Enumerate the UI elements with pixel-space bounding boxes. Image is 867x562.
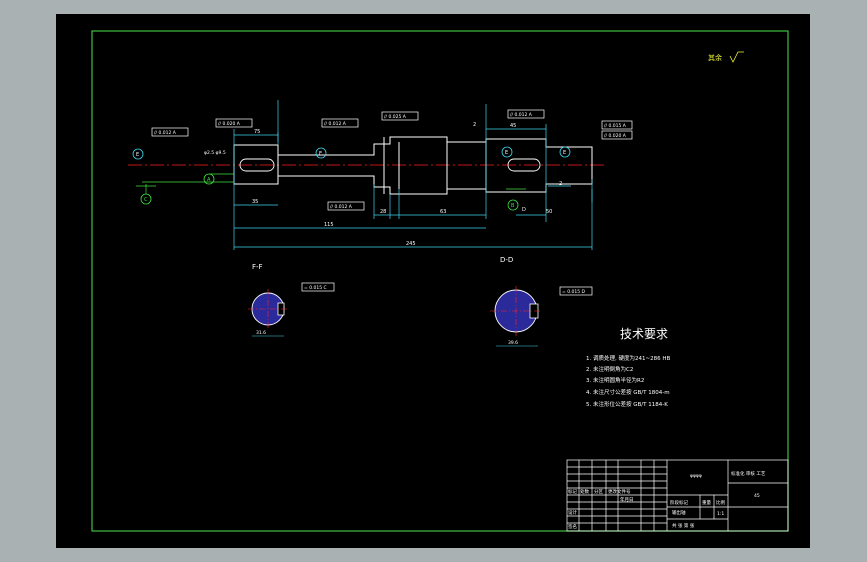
tb-cell: 标记 — [568, 488, 577, 495]
dimension-labels: 75 115 35 28 63 45 50 245 2 2 — [252, 122, 562, 247]
tolerance-frame: // 0.012 A — [507, 109, 545, 119]
datum-label: E — [563, 150, 566, 156]
tolerance-text: // 0.012 A — [154, 130, 177, 136]
sheet-label: 共 张 第 张 — [672, 522, 695, 529]
tech-req-item: 2. 未注明倒角为C2 — [586, 365, 633, 373]
tech-req-item: 1. 调质处理, 硬度为241~286 HB — [586, 354, 670, 362]
datum-label: A — [207, 177, 211, 183]
tech-req-list: 1. 调质处理, 硬度为241~286 HB 2. 未注明倒角为C2 3. 未注… — [586, 354, 670, 408]
tolerance-frame: // 0.012 A — [327, 201, 365, 211]
tb-cell: 重量 — [702, 499, 711, 506]
datum-label: C — [144, 197, 148, 203]
tolerance-text: // 0.020 A — [604, 133, 627, 139]
material-cell: 45 — [754, 493, 760, 499]
section-ff: 31.6 — [248, 289, 288, 337]
tb-cell: 更改文件号 — [608, 488, 631, 495]
dim-label: 75 — [254, 129, 260, 135]
tech-req-title: 技术要求 — [620, 327, 668, 341]
tolerance-frame: // 0.020 A — [601, 130, 633, 140]
tb-cell: 签名 — [568, 523, 577, 530]
section-dim: 39.6 — [508, 340, 518, 346]
datum-label: E — [136, 152, 139, 158]
dim-label: 63 — [440, 209, 446, 215]
keyway-left — [239, 158, 275, 172]
tolerance-frames: // 0.012 A // 0.020 A // 0.012 A // 0.02… — [151, 109, 633, 296]
section-ff-label: F-F — [252, 263, 263, 271]
roughness-note: 其余 — [708, 53, 722, 62]
title-header: 标准化 审核 工艺 — [731, 470, 766, 477]
shaft-outline — [233, 136, 593, 195]
tolerance-text: = 0.015 D — [562, 289, 586, 295]
part-name: 输出轴 — [672, 509, 686, 516]
section-dd: 39.6 — [490, 286, 542, 347]
title-block-text: φφφφ 标准化 审核 工艺 45 1:1 输出轴 共 张 第 张 设计 标记 … — [568, 470, 766, 530]
roughness-symbol-icon — [729, 51, 744, 63]
scale-value: 1:1 — [717, 511, 724, 517]
tolerance-frame: // 0.015 A — [601, 120, 633, 130]
keyway-right — [507, 158, 541, 172]
engineering-drawing: 其余 75 11 — [91, 30, 789, 532]
dim-label: 2 — [473, 122, 476, 128]
section-dim: 31.6 — [256, 330, 266, 336]
dimension-lines — [233, 100, 593, 250]
dim-label: 50 — [546, 209, 552, 215]
tech-req-item: 3. 未注明圆角半径为R2 — [586, 376, 644, 384]
tolerance-frame: // 0.012 A — [321, 118, 359, 128]
drawing-frame — [91, 30, 789, 532]
tolerance-text: // 0.025 A — [384, 114, 407, 120]
section-dd-label: D-D — [500, 256, 513, 264]
dim-label: 245 — [406, 241, 416, 247]
tolerance-text: // 0.012 A — [510, 112, 533, 118]
title-block — [566, 459, 789, 532]
tolerance-frame: // 0.012 A — [151, 127, 189, 137]
dim-label: 35 — [252, 199, 258, 205]
datum-label: E — [319, 151, 322, 157]
tb-cell: 处数 — [580, 488, 589, 495]
tolerance-frame: // 0.020 A — [215, 118, 253, 128]
tolerance-text: = 0.015 C — [304, 285, 327, 291]
cad-viewport[interactable]: 其余 75 11 — [56, 14, 810, 548]
tolerance-frame: = 0.015 D — [559, 286, 593, 296]
datum-markers: E E E E C A B D — [132, 146, 571, 213]
dim-label: 28 — [380, 209, 386, 215]
leader-lines — [136, 173, 526, 194]
tb-cell: 年月日 — [620, 496, 634, 503]
dim-label: 115 — [324, 222, 334, 228]
dim-label: 2 — [559, 181, 562, 187]
datum-label: B — [511, 203, 515, 209]
tb-cell: 设计 — [568, 509, 577, 516]
tolerance-text: // 0.012 A — [324, 121, 347, 127]
tolerance-text: // 0.012 A — [330, 204, 353, 210]
thread-note: φ2.5 φ9.5 — [204, 150, 226, 156]
tb-cell: 分区 — [594, 488, 603, 495]
datum-label: E — [505, 150, 508, 156]
tolerance-text: // 0.015 A — [604, 123, 627, 129]
drawing-no: φφφφ — [690, 474, 702, 479]
datum-label: D — [522, 207, 526, 213]
tb-cell: 阶段标记 — [670, 499, 688, 506]
dim-label: 45 — [510, 123, 516, 129]
tolerance-frame: // 0.025 A — [381, 111, 419, 121]
tech-req-item: 5. 未注形位公差按 GB/T 1184-K — [586, 400, 668, 408]
tb-cell: 比例 — [716, 499, 725, 506]
tech-req-item: 4. 未注尺寸公差按 GB/T 1804-m — [586, 388, 670, 396]
tolerance-text: // 0.020 A — [218, 121, 241, 127]
tolerance-frame: = 0.015 C — [301, 282, 335, 292]
